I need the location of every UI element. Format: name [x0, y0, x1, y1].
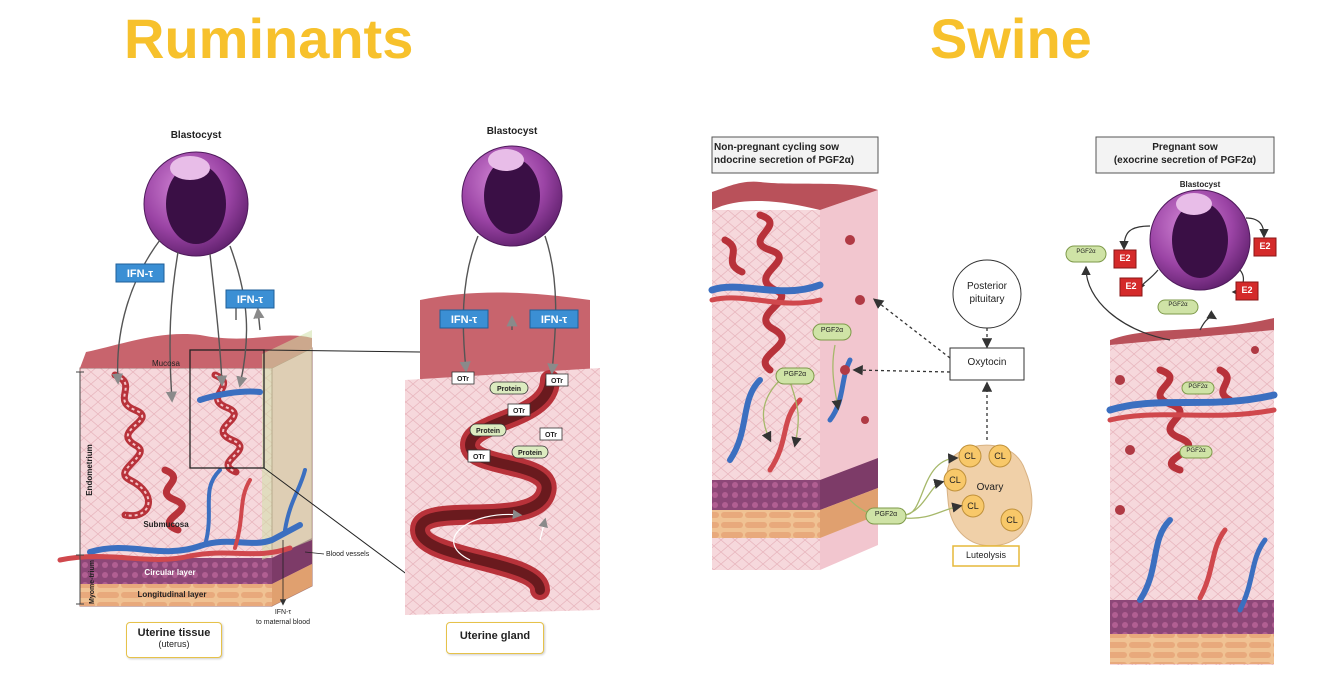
ruminants-heading: Ruminants — [124, 7, 414, 70]
ifn-tau-label: IFN-τ — [127, 268, 153, 280]
protein-label-box — [469, 423, 507, 437]
ifn-tau-box-2 — [225, 289, 275, 309]
oxytocin-label: Oxytocin — [967, 357, 1007, 368]
cl-circle — [1000, 508, 1024, 532]
blastocyst-swine-label: Blastocyst — [1179, 180, 1221, 189]
ifn-tau-box-3 — [439, 309, 489, 329]
ifn-to-blood-label-1: IFN-τ — [275, 609, 292, 616]
e2-label: E2 — [1125, 281, 1137, 291]
otr-label: OTr — [473, 454, 485, 461]
endometrium-label: Endometrium — [85, 444, 94, 496]
swine-pregnant-block — [1106, 318, 1278, 665]
e2-box — [1119, 277, 1143, 297]
blastocyst-left-label: Blastocyst — [171, 130, 222, 141]
posterior-pituitary-line2: pituitary — [969, 294, 1005, 305]
otr-box — [451, 371, 475, 385]
uterine-tissue-caption: Uterine tissue (uterus) — [126, 622, 222, 658]
cl-label: CL — [964, 451, 976, 461]
posterior-pituitary-line1: Posterior — [966, 281, 1007, 292]
otr-label: OTr — [545, 432, 557, 439]
cl-label: CL — [967, 501, 979, 511]
myometrium-label: Myome-trium — [89, 560, 96, 604]
otr-box — [467, 449, 491, 463]
posterior-pituitary-label: Posterior pituitary — [955, 280, 1019, 306]
otr-label: OTr — [551, 378, 563, 385]
circular-layer-label: Circular layer — [144, 568, 195, 577]
pgf-label: PGF2α — [1188, 384, 1208, 390]
uterine-tissue-caption-line2: (uterus) — [158, 639, 190, 649]
e2-label: E2 — [1259, 241, 1271, 251]
protein-label: Protein — [518, 450, 542, 457]
ifn-tau-label: IFN-τ — [237, 294, 263, 306]
pgf-box-swine-mid — [1157, 299, 1199, 315]
uterine-gland-graphic — [405, 292, 600, 615]
pgf-box-lower — [865, 507, 907, 525]
nonpregnant-label-box — [711, 136, 879, 174]
pgf-label: PGF2α — [1076, 249, 1096, 255]
protein-label: Protein — [497, 386, 521, 393]
ovary-label: Ovary — [976, 482, 1004, 493]
otr-label: OTr — [457, 376, 469, 383]
blood-vessels-label: Blood vessels — [326, 551, 370, 558]
uterine-gland-caption: Uterine gland — [446, 622, 544, 654]
pregnant-label-box — [1095, 136, 1275, 174]
e2-box — [1235, 281, 1259, 301]
ruminant-tissue-block — [57, 330, 421, 607]
ifn-tau-label: IFN-τ — [451, 314, 477, 326]
otr-box — [539, 427, 563, 441]
protein-label-box — [511, 445, 549, 459]
pgf-box-swine-upper — [1065, 245, 1107, 263]
otr-label: OTr — [513, 408, 525, 415]
ifn-tau-box-4 — [529, 309, 579, 329]
pregnant-label: Pregnant sow (exocrine secretion of PGF2… — [1098, 141, 1272, 167]
e2-box — [1113, 249, 1137, 269]
cl-label: CL — [949, 475, 961, 485]
pregnant-label-line2: (exocrine secretion of PGF2α) — [1113, 155, 1257, 166]
nonpregnant-label: Non-pregnant cycling sow ndocrine secret… — [714, 141, 876, 167]
nonpregnant-label-line1: Non-pregnant cycling sow — [714, 142, 840, 153]
protein-label-box — [489, 381, 529, 395]
protein-label: Protein — [476, 428, 500, 435]
pgf-label: PGF2α — [783, 371, 807, 378]
pgf-label: PGF2α — [1168, 302, 1188, 308]
swine-nonpregnant-block — [708, 181, 883, 570]
mucosa-label: Mucosa — [152, 359, 181, 368]
pgf-box-swine-inner — [1181, 381, 1215, 395]
e2-label: E2 — [1241, 285, 1253, 295]
blastocyst-right-graphic — [461, 145, 563, 247]
otr-box — [545, 373, 569, 387]
pgf-label: PGF2α — [874, 511, 898, 518]
pgf-label: PGF2α — [1186, 448, 1206, 454]
e2-label: E2 — [1119, 253, 1131, 263]
luteolysis-label: Luteolysis — [965, 550, 1007, 560]
uterine-gland-caption-text: Uterine gland — [459, 630, 531, 642]
blastocyst-right-label: Blastocyst — [487, 126, 538, 137]
swine-heading: Swine — [930, 7, 1092, 70]
cl-circle — [988, 444, 1012, 468]
e2-box — [1253, 237, 1277, 257]
blastocyst-left-graphic — [143, 151, 249, 257]
pgf-box-2 — [775, 367, 815, 385]
otr-box — [507, 403, 531, 417]
submucosa-label: Submucosa — [143, 520, 189, 529]
pgf-label: PGF2α — [820, 327, 844, 334]
ifn-tau-box-1 — [115, 263, 165, 283]
blastocyst-swine-graphic — [1149, 189, 1251, 291]
nonpregnant-label-line2: ndocrine secretion of PGF2α) — [714, 155, 855, 166]
pregnant-label-line1: Pregnant sow — [1152, 142, 1218, 153]
pgf-box-1 — [812, 323, 852, 341]
oxytocin-box — [949, 347, 1025, 381]
pgf-box-swine-inner — [1179, 445, 1213, 459]
ifn-to-blood-label-2: to maternal blood — [256, 619, 310, 626]
longitudinal-layer-label: Longitudinal layer — [138, 590, 207, 599]
cl-label: CL — [1006, 515, 1018, 525]
ifn-tau-label: IFN-τ — [541, 314, 567, 326]
cl-label: CL — [994, 451, 1006, 461]
uterine-tissue-caption-line1: Uterine tissue — [137, 627, 211, 639]
cl-circle — [958, 444, 982, 468]
luteolysis-box — [952, 545, 1020, 567]
